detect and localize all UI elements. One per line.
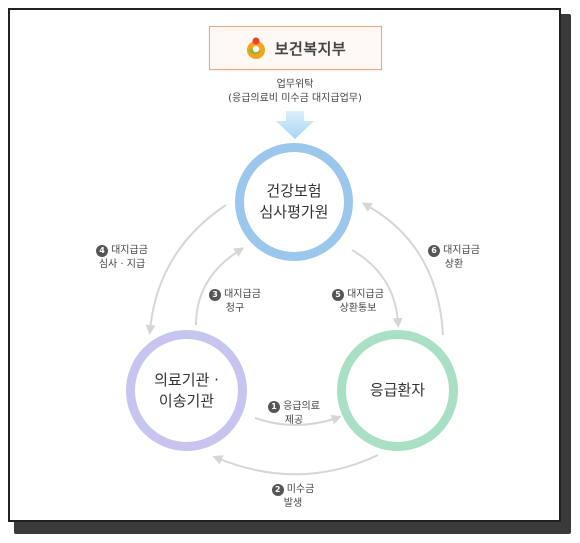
- step-6-sub: 상환: [444, 259, 464, 270]
- mohw-logo-icon: [246, 37, 265, 59]
- node-patient-line1: 응급환자: [369, 381, 426, 399]
- delegation-subtitle: (응급의료비 미수금 대지급업무): [228, 93, 362, 104]
- node-hira-line1: 건강보험: [266, 182, 322, 200]
- step-5-title: 대지급금: [347, 289, 384, 300]
- arrow-step-4: [145, 204, 227, 335]
- arrow-step-3: [195, 247, 245, 326]
- step-3-title: 대지급금: [224, 289, 261, 300]
- step-6-number: 6: [428, 245, 441, 257]
- node-medical: 의료기관 · 이송기관: [126, 330, 247, 451]
- arrow-step-5: [351, 249, 403, 328]
- down-arrow-icon: [276, 111, 314, 139]
- diagram-frame: [8, 8, 561, 522]
- step-1-number: 1: [268, 401, 281, 413]
- step-2-sub: 발생: [283, 498, 303, 509]
- step-4-title: 대지급금: [111, 245, 148, 256]
- step-1-title: 응급의료: [283, 401, 320, 412]
- node-medical-line2: 이송기관: [158, 391, 215, 410]
- step-4-number: 4: [96, 245, 109, 257]
- ministry-name: 보건복지부: [274, 39, 347, 58]
- step-2-number: 2: [271, 484, 284, 496]
- step-5-sub: 상환통보: [339, 303, 377, 314]
- step-5-number: 5: [332, 289, 345, 301]
- node-hira-line2: 심사평가원: [259, 203, 329, 221]
- node-patient: 응급환자: [337, 330, 458, 451]
- step-3-sub: 청구: [225, 303, 245, 314]
- node-medical-line1: 의료기관 ·: [154, 370, 219, 389]
- ministry-header: 보건복지부: [209, 26, 382, 70]
- node-hira: 건강보험 심사평가원: [235, 143, 353, 261]
- delegation-title: 업무위탁: [276, 79, 314, 90]
- arrow-step-2: [212, 454, 379, 476]
- step-1-sub: 제공: [284, 415, 304, 426]
- step-4-sub: 심사 · 지급: [98, 259, 146, 270]
- step-6-title: 대지급금: [443, 245, 480, 256]
- step-3-number: 3: [209, 289, 222, 301]
- arrow-step-1: [254, 414, 342, 426]
- arrow-step-6: [361, 202, 444, 336]
- step-2-title: 미수금: [286, 484, 315, 495]
